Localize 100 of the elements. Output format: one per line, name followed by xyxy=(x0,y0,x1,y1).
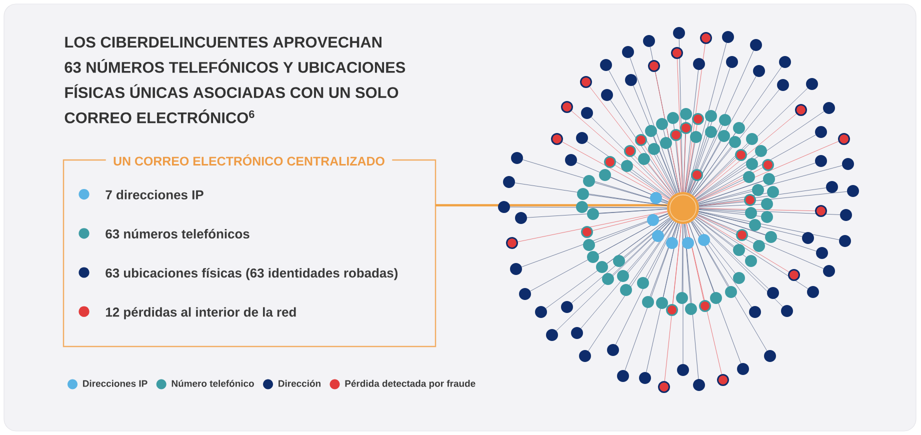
list-item: 7 direcciones IP xyxy=(106,190,204,200)
connector-line xyxy=(522,160,668,204)
network-dot xyxy=(807,286,819,298)
connector-line xyxy=(684,70,699,192)
connector-line xyxy=(664,224,682,382)
network-dot xyxy=(823,102,835,114)
network-dot xyxy=(761,198,773,210)
network-dot xyxy=(576,201,588,213)
connector-line xyxy=(610,100,674,195)
network-dot xyxy=(600,59,612,71)
connector-line xyxy=(686,42,727,193)
connector-line xyxy=(698,204,762,208)
connector-line xyxy=(530,215,670,292)
network-dot xyxy=(620,284,632,296)
network-dot xyxy=(725,286,737,298)
connector-line xyxy=(686,142,696,192)
connector-line xyxy=(697,141,839,202)
connector-line xyxy=(663,223,680,298)
connector-line xyxy=(696,217,734,247)
network-dot xyxy=(613,255,625,267)
connector-line xyxy=(546,217,670,309)
connector-line xyxy=(436,204,668,206)
connector-line xyxy=(646,222,676,278)
list-item: 63 números telefónicos xyxy=(106,228,250,239)
network-dot xyxy=(667,112,679,124)
connector-line xyxy=(698,188,826,206)
connector-line xyxy=(673,124,682,192)
network-dot xyxy=(596,261,608,273)
connector-line xyxy=(689,50,754,194)
network-dot xyxy=(656,297,668,309)
connector-line xyxy=(686,223,722,374)
connector-line xyxy=(696,216,790,272)
connector-line xyxy=(667,148,680,193)
network-dot xyxy=(743,171,755,183)
network-dot xyxy=(498,201,510,213)
network-dot xyxy=(746,158,758,170)
network-dot xyxy=(515,212,527,224)
network-dot xyxy=(710,292,722,304)
connector-line xyxy=(697,214,737,233)
connector-line xyxy=(695,114,797,198)
network-dot xyxy=(503,176,515,188)
network-dot xyxy=(648,143,660,155)
connector-line xyxy=(586,141,670,200)
network-dot xyxy=(777,79,789,91)
connector-line xyxy=(698,208,816,212)
connector-line xyxy=(686,223,704,300)
network-dot xyxy=(587,251,599,263)
network-dot xyxy=(642,296,654,308)
connector-line xyxy=(690,222,768,352)
connector-line xyxy=(521,213,668,268)
box-heading: UN CORREO ELECTRÓNICO CENTRALIZADO xyxy=(114,154,384,166)
network-dot xyxy=(847,185,859,197)
connector-line xyxy=(674,223,678,238)
connector-line xyxy=(696,216,808,289)
connector-line xyxy=(698,192,768,206)
network-dot xyxy=(750,39,762,51)
connector-line xyxy=(698,212,817,252)
network-dot xyxy=(682,237,694,249)
network-dot xyxy=(722,31,734,43)
connector-line xyxy=(663,130,680,193)
connector-line xyxy=(510,206,668,208)
connector-line xyxy=(677,58,683,192)
connector-line xyxy=(687,122,710,193)
list-item: 12 pérdidas al interior de la red xyxy=(106,307,296,320)
hub-circle xyxy=(667,192,699,224)
network-dot xyxy=(650,192,662,204)
network-dot xyxy=(685,303,697,315)
network-dot xyxy=(806,78,818,90)
connector-line xyxy=(697,214,754,244)
network-dot xyxy=(737,363,749,375)
network-dot xyxy=(802,232,814,244)
connector-line xyxy=(594,214,668,244)
connector-line xyxy=(684,44,706,192)
network-dot xyxy=(676,292,688,304)
connector-line xyxy=(684,224,691,304)
connector-line xyxy=(692,220,752,308)
connector-line xyxy=(690,76,756,194)
network-dot xyxy=(577,188,589,200)
connector-line xyxy=(698,191,752,204)
legend-label: Pérdida detectada por fraude xyxy=(345,380,476,389)
connector-line xyxy=(648,163,674,196)
legend-label: Direcciones IP xyxy=(83,380,148,387)
network-dot xyxy=(718,130,730,142)
connector-line xyxy=(690,140,722,194)
connector-line xyxy=(694,88,808,198)
network-dot xyxy=(733,122,745,134)
connector-line xyxy=(698,162,816,204)
connector-line xyxy=(696,134,816,200)
network-dot xyxy=(621,160,633,172)
network-dot xyxy=(579,350,591,362)
connector-line xyxy=(654,72,680,193)
network-dot xyxy=(571,327,583,339)
connector-line xyxy=(698,212,802,237)
network-dot xyxy=(617,270,629,282)
network-dot xyxy=(753,65,765,77)
network-dot xyxy=(656,118,668,130)
connector-line xyxy=(697,167,763,201)
connector-line xyxy=(688,222,714,293)
connector-line xyxy=(576,162,669,202)
connector-line xyxy=(653,136,678,194)
